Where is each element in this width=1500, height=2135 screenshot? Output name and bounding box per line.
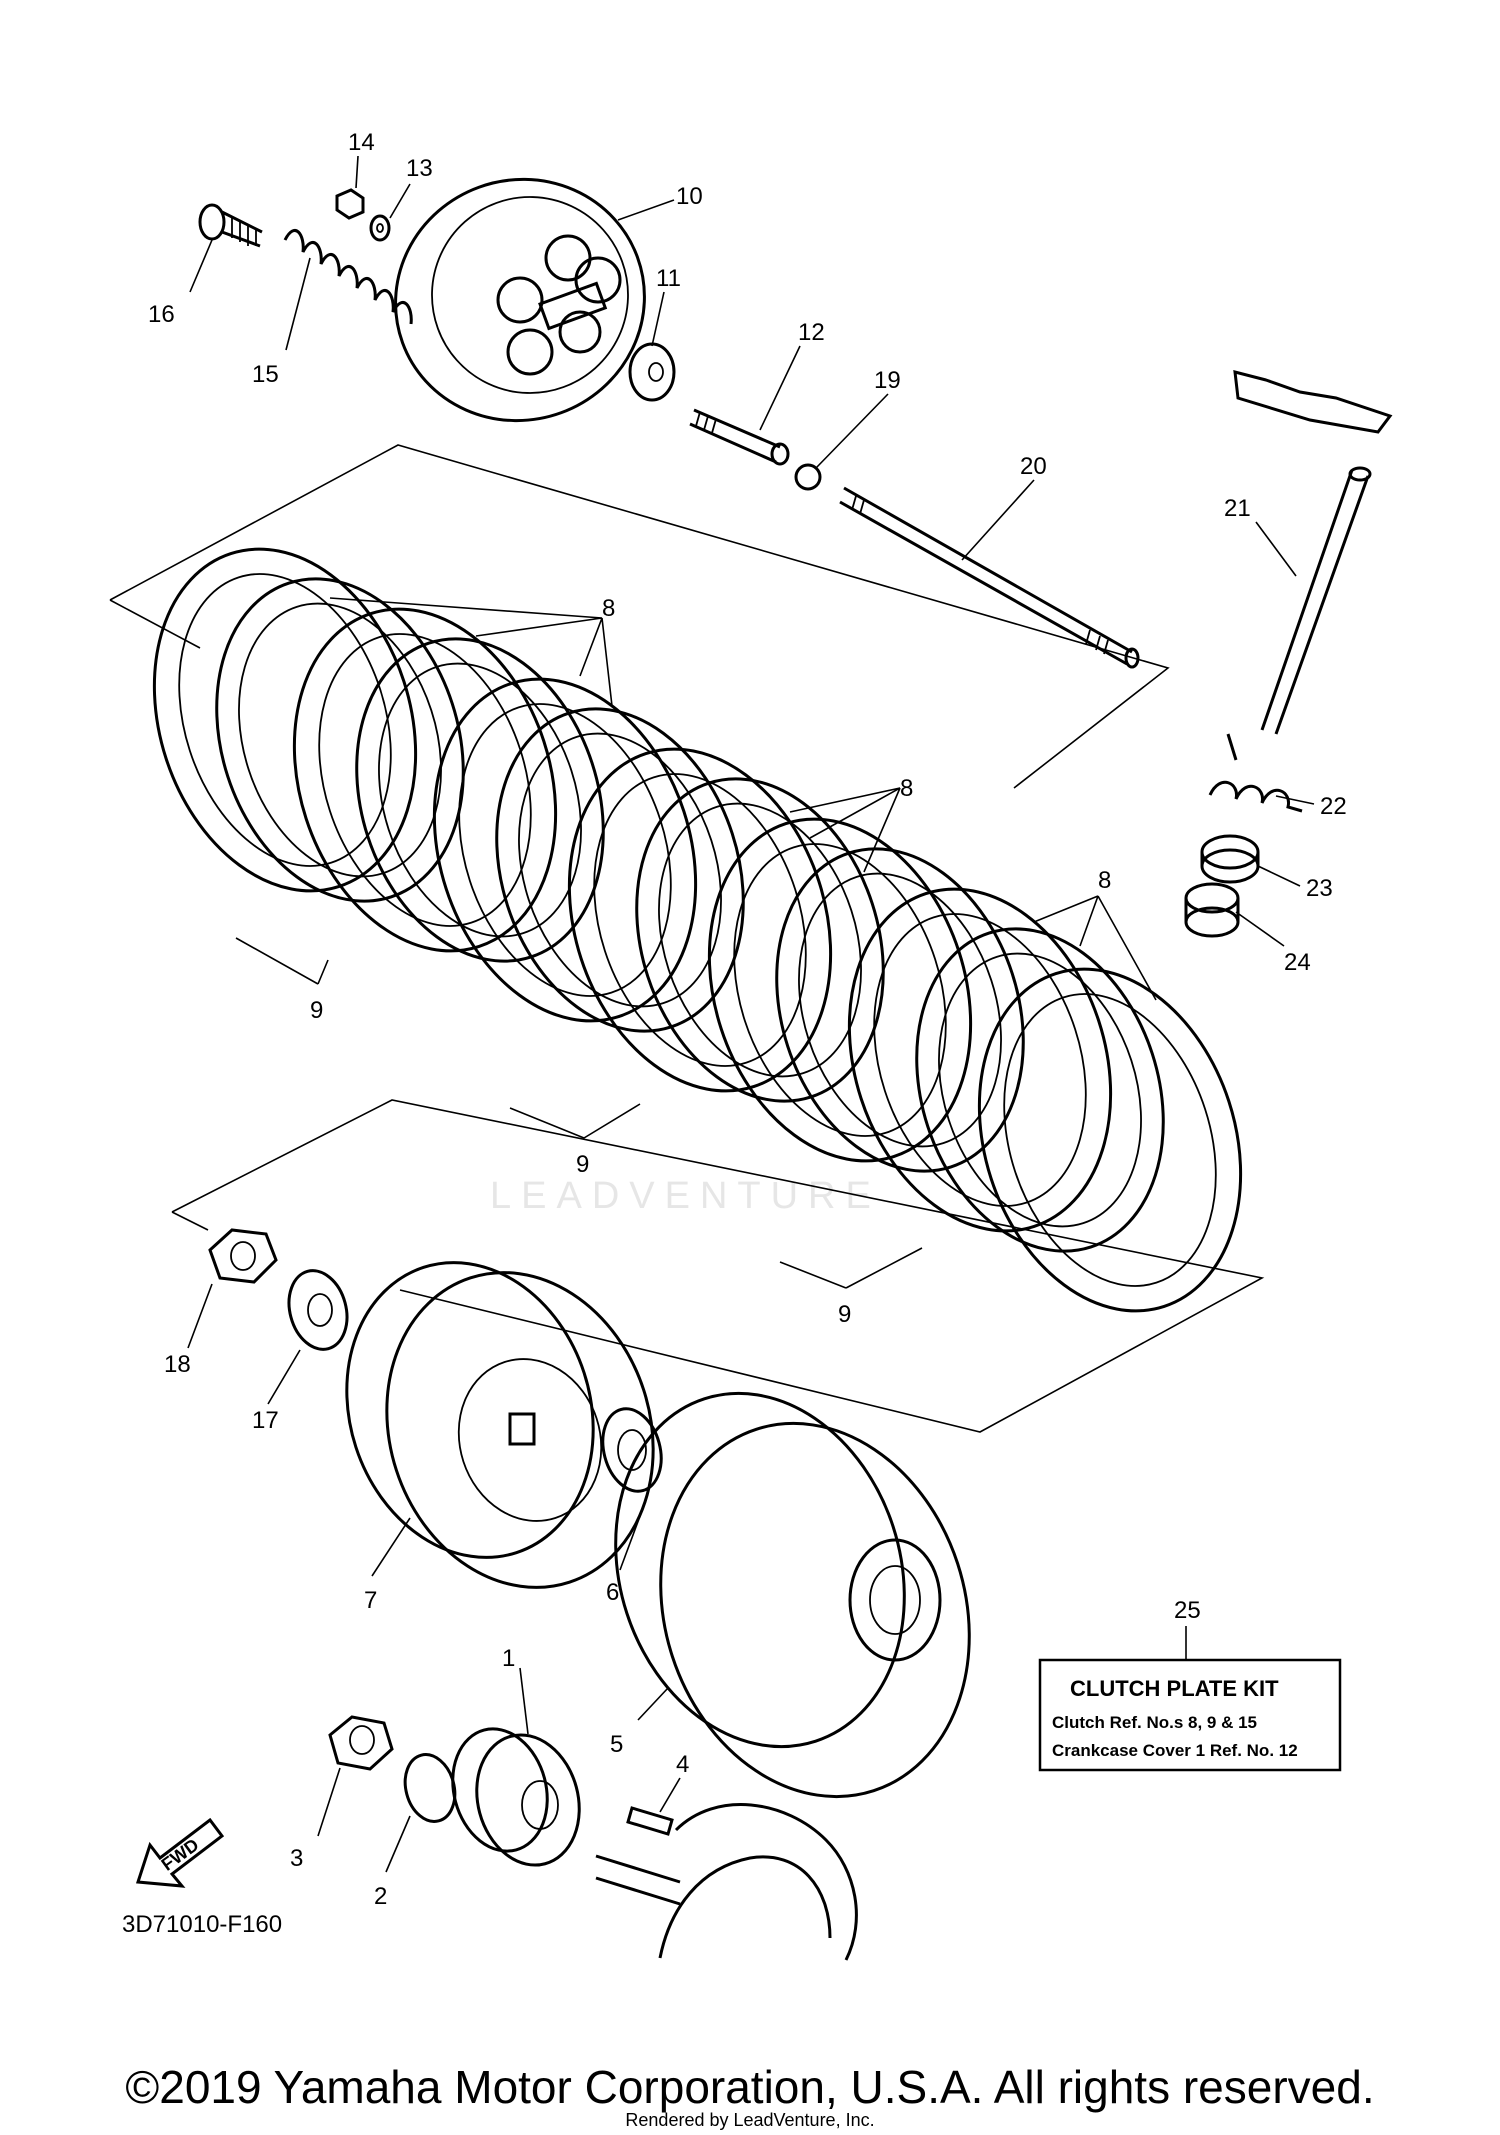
leader-lines <box>187 155 1315 1873</box>
callout-8c: 8 <box>1098 867 1111 894</box>
callout-7: 7 <box>364 1587 377 1614</box>
clutch-plate-kit-box: CLUTCH PLATE KIT Clutch Ref. No.s 8, 9 &… <box>1038 1658 1342 1772</box>
spring-22 <box>1208 733 1303 813</box>
callout-8a: 8 <box>602 595 615 622</box>
callout-14: 14 <box>348 129 375 156</box>
stack-outline-top <box>109 444 1170 789</box>
nut-14 <box>335 188 365 220</box>
push-rod-20 <box>839 486 1140 669</box>
callout-20: 20 <box>1020 453 1047 480</box>
key-4 <box>626 1806 674 1836</box>
callout-21: 21 <box>1224 495 1251 522</box>
callout-16: 16 <box>148 301 175 328</box>
plate-stack <box>152 547 1243 1313</box>
copyright-notice: ©2019 Yamaha Motor Corporation, U.S.A. A… <box>125 2061 1375 2113</box>
callout-15: 15 <box>252 361 279 388</box>
callout-19: 19 <box>874 367 901 394</box>
primary-drive-gear-1 <box>451 1727 581 1867</box>
callout-11: 11 <box>656 265 681 292</box>
callout-22: 22 <box>1320 793 1347 820</box>
push-rod-12 <box>689 408 790 466</box>
callout-6: 6 <box>606 1579 619 1606</box>
callout-25: 25 <box>1174 1597 1201 1624</box>
nut-18 <box>208 1228 278 1284</box>
thrust-washer-6 <box>601 1407 663 1493</box>
clutch-boss-7 <box>345 1261 655 1589</box>
callout-9a: 9 <box>310 997 323 1024</box>
washer-13 <box>369 214 391 242</box>
bearing-24 <box>1184 882 1240 938</box>
callout-13: 13 <box>406 155 433 182</box>
oil-seal-23 <box>1200 834 1260 884</box>
diagram-code: 3D71010-F160 <box>122 1911 282 1938</box>
callout-24: 24 <box>1284 949 1311 976</box>
spring-15 <box>283 229 413 325</box>
pressure-plate-10 <box>394 177 646 423</box>
callout-9b: 9 <box>576 1151 589 1178</box>
callout-8b: 8 <box>900 775 913 802</box>
stack-outline-left <box>109 599 201 649</box>
ball-19 <box>794 463 822 491</box>
push-lever-shaft-21 <box>1233 370 1393 735</box>
nut-3 <box>328 1715 394 1771</box>
callout-18: 18 <box>164 1351 191 1378</box>
callout-1: 1 <box>502 1645 515 1672</box>
crankshaft <box>595 1803 858 1961</box>
kit-line-1: Clutch Ref. No.s 8, 9 & 15 <box>1052 1713 1257 1732</box>
callout-23: 23 <box>1306 875 1333 902</box>
callout-3: 3 <box>290 1845 303 1872</box>
callout-10: 10 <box>676 183 703 210</box>
lock-washer-17 <box>287 1269 349 1351</box>
callout-9c: 9 <box>838 1301 851 1328</box>
watermark: LEADVENTURE <box>490 1175 881 1217</box>
callout-17: 17 <box>252 1407 279 1434</box>
bolt-16 <box>198 203 263 248</box>
callout-2: 2 <box>374 1883 387 1910</box>
forward-arrow-icon: FWD <box>135 1817 225 1888</box>
callout-12: 12 <box>798 319 825 346</box>
callout-4: 4 <box>676 1751 689 1778</box>
bearing-11 <box>628 342 676 402</box>
kit-line-2: Crankcase Cover 1 Ref. No. 12 <box>1052 1741 1298 1760</box>
kit-title: CLUTCH PLATE KIT <box>1070 1676 1279 1701</box>
callout-5: 5 <box>610 1731 623 1758</box>
rendered-by-credit: Rendered by LeadVenture, Inc. <box>625 2110 875 2130</box>
lower-outline <box>171 1099 1265 1433</box>
primary-driven-gear-5 <box>614 1391 971 1799</box>
